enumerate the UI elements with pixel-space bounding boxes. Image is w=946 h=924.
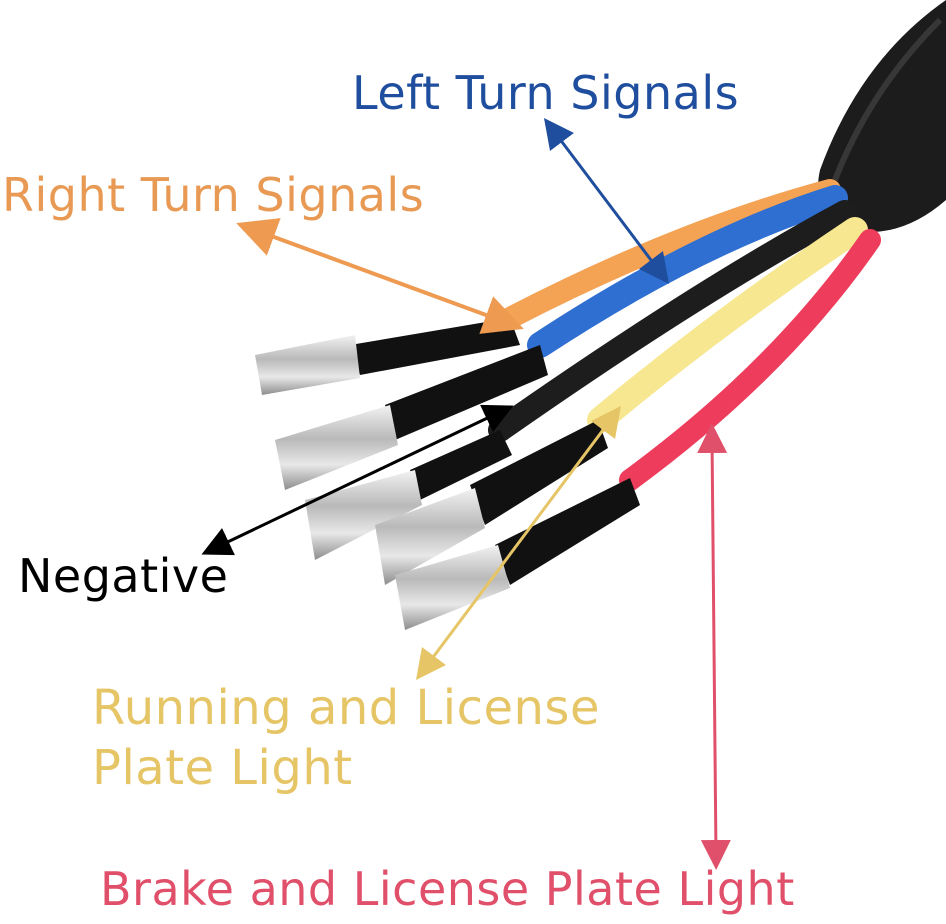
label-brake-license-plate: Brake and License Plate Light: [100, 862, 795, 916]
arrow-running: [416, 405, 621, 681]
yellow-wire: [587, 217, 868, 433]
cable-sheath: [818, 0, 946, 232]
label-right-turn-signals: Right Turn Signals: [2, 168, 425, 222]
arrow-right-turn: [236, 218, 524, 334]
black-wire: [488, 200, 857, 442]
arrow-left-turn: [543, 118, 670, 284]
blue-wire: [527, 185, 848, 358]
arrow-brake: [697, 423, 731, 870]
label-running-line2: Plate Light: [92, 740, 353, 796]
label-left-turn-signals: Left Turn Signals: [352, 66, 740, 120]
red-wire: [619, 229, 881, 491]
label-negative: Negative: [18, 549, 229, 603]
label-running-line1: Running and License: [92, 680, 600, 736]
